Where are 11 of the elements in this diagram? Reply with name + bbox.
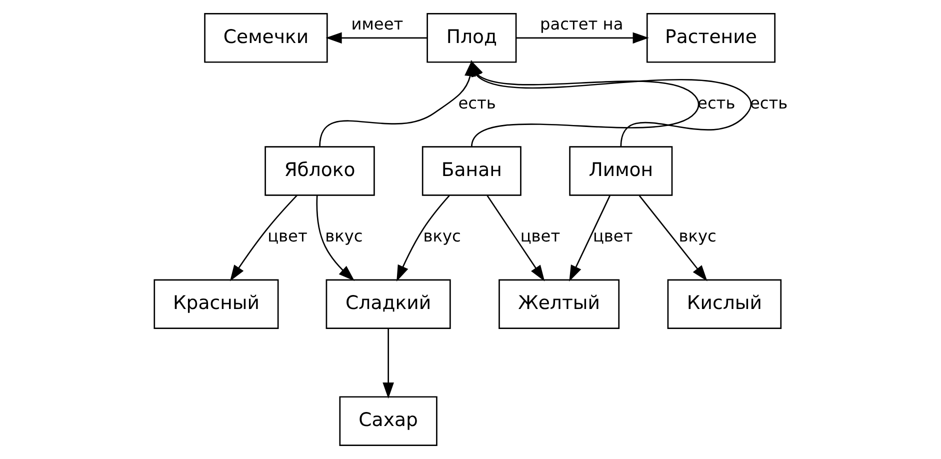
edge-label: вкус [422, 226, 460, 246]
edge-label: цвет [520, 226, 560, 246]
edge-label: вкус [324, 226, 362, 246]
edge-label: растет на [539, 14, 623, 34]
edge-label: есть [749, 94, 788, 113]
edge-label: цвет [267, 226, 307, 246]
edge-label: имеет [350, 14, 403, 34]
edge-label: есть [458, 94, 496, 113]
edge-label: есть [697, 94, 735, 113]
edge-label: вкус [678, 226, 716, 246]
edge-label: цвет [592, 226, 632, 246]
